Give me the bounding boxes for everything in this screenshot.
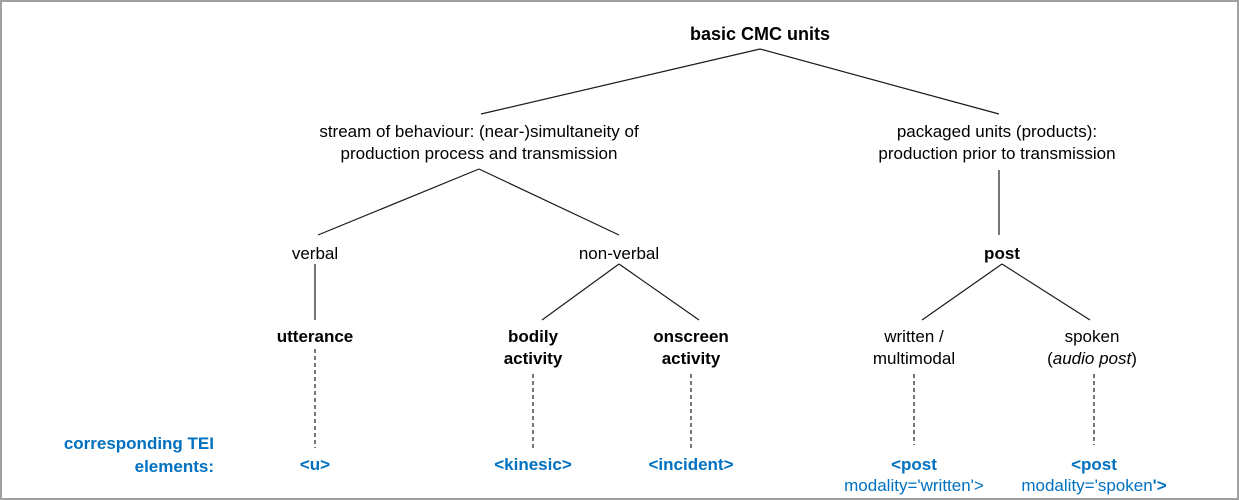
node-packaged-units: packaged units (products): production pr… (878, 121, 1115, 165)
connector-post-to-spoken (1001, 263, 1091, 321)
connector-stream-to-nonverbal (478, 168, 620, 236)
tei-post-written-line1: <post (891, 455, 937, 474)
tei-element-kinesic: <kinesic> (494, 455, 572, 474)
node-stream-line1: stream of behaviour: (near-)simultaneity… (319, 122, 639, 141)
node-onscreen-line2: activity (661, 349, 721, 368)
node-bodily-activity: bodily activity (504, 326, 563, 370)
tei-element-post-written: <post modality='written'> (844, 454, 984, 495)
spoken-audio-post-italic: audio post (1052, 349, 1132, 368)
connector-stream-to-verbal (317, 168, 480, 236)
tei-element-incident: <incident> (648, 455, 734, 474)
node-utterance: utterance (276, 327, 354, 346)
node-stream-of-behaviour: stream of behaviour: (near-)simultaneity… (319, 121, 638, 165)
node-post: post (984, 244, 1020, 263)
node-written-line1: written / (884, 327, 944, 346)
tei-post-spoken-line1: <post (1071, 455, 1117, 474)
tei-post-spoken-attr: modality='spoken (1021, 476, 1153, 495)
node-written-multimodal: written / multimodal (873, 326, 955, 370)
connector-post-to-written (921, 263, 1003, 321)
node-bodily-line2: activity (503, 349, 563, 368)
node-spoken-line1: spoken (1064, 327, 1120, 346)
spoken-paren-close: ) (1131, 349, 1137, 368)
node-onscreen-line1: onscreen (653, 327, 729, 346)
node-stream-line2: production process and transmission (340, 144, 618, 163)
tei-post-spoken-attr-close: '> (1152, 476, 1167, 495)
root-node-basic-cmc-units: basic CMC units (689, 24, 831, 44)
node-onscreen-activity: onscreen activity (653, 326, 729, 370)
node-packaged-line2: production prior to transmission (878, 144, 1116, 163)
spoken-paren-open: ( (1047, 349, 1053, 368)
tei-element-post-spoken: <post modality='spoken'> (1021, 454, 1166, 495)
tei-caption-line1: corresponding TEI (63, 434, 214, 453)
node-nonverbal: non-verbal (578, 244, 660, 263)
node-verbal: verbal (291, 244, 339, 263)
tei-element-u: <u> (299, 455, 331, 474)
tei-caption: corresponding TEI elements: (42, 432, 214, 478)
node-written-line2: multimodal (872, 349, 956, 368)
node-bodily-line1: bodily (507, 327, 559, 346)
tei-caption-line2: elements: (134, 457, 214, 476)
tei-post-spoken-line2: modality='spoken'> (1021, 476, 1166, 495)
node-packaged-line1: packaged units (products): (896, 122, 1098, 141)
connector-nonverbal-to-onscreen (618, 263, 700, 321)
tei-post-written-line2: modality='written'> (844, 476, 984, 495)
node-spoken-audio-post: spoken (audio post) (1047, 326, 1137, 370)
connector-root-to-stream (480, 48, 761, 115)
connector-nonverbal-to-bodily (541, 263, 620, 321)
node-spoken-line2: (audio post) (1047, 348, 1137, 370)
connector-root-to-packaged (759, 48, 1000, 115)
